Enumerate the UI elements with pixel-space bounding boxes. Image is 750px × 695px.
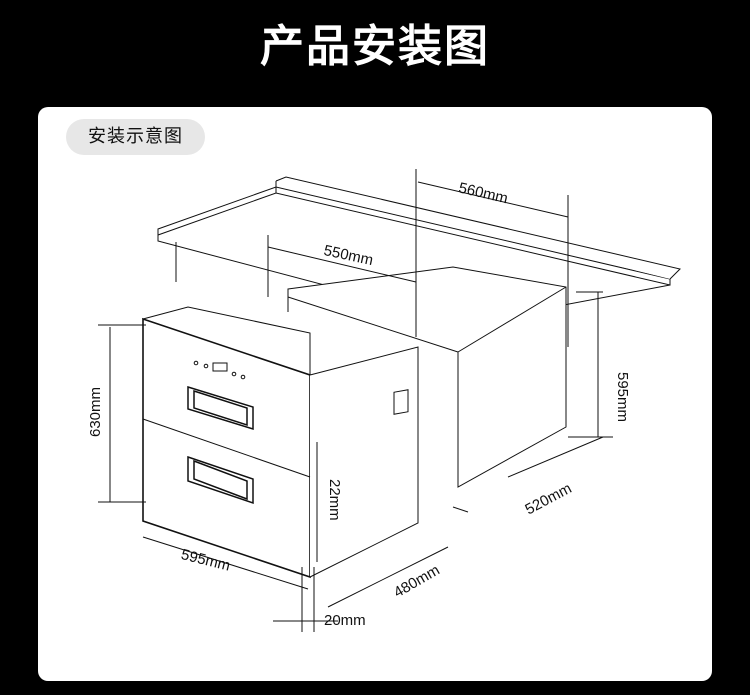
front-width-label: 595mm [179, 546, 232, 575]
right-height-label: 595mm [614, 372, 631, 422]
top-width-label: 560mm [457, 179, 510, 207]
cabinet-body [175, 242, 567, 488]
panel-thickness-label: 20mm [324, 612, 366, 629]
control-panel [193, 360, 246, 380]
diagram-badge: 安装示意图 [66, 119, 205, 155]
left-height-label: 630mm [87, 387, 104, 437]
installation-diagram: 560mm 550mm 595mm 630mm 22mm 520mm 480mm… [87, 169, 681, 632]
cutout-lines [267, 169, 569, 347]
drawer-handles [187, 385, 254, 505]
right-depth-label: 520mm [522, 480, 574, 518]
dimension-lines [98, 181, 613, 632]
inner-width-label: 550mm [322, 242, 374, 269]
diagram-panel: 安装示意图 [38, 107, 712, 681]
page-title: 产品安装图 [260, 21, 490, 72]
appliance-box [141, 306, 419, 579]
gap-height-label: 22mm [326, 479, 343, 521]
front-depth-label: 480mm [391, 562, 443, 602]
